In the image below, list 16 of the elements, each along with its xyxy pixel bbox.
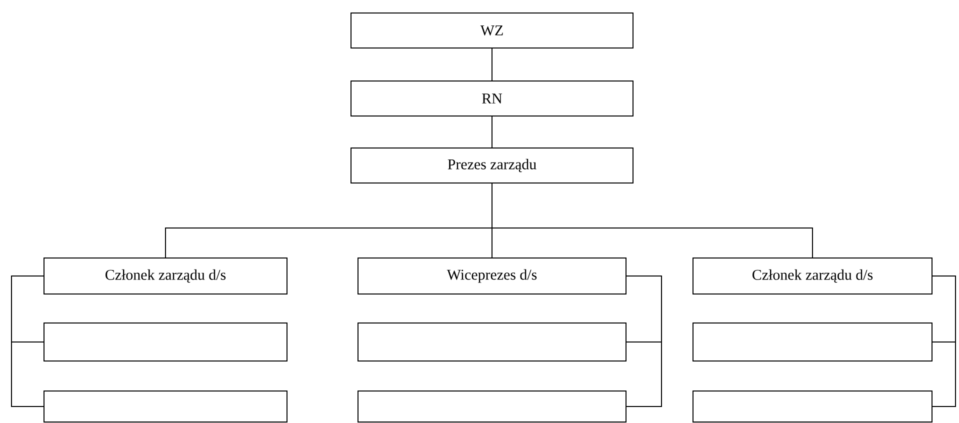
position-box: Prezes zarządu (350, 148, 634, 184)
empty-box (692, 390, 932, 422)
position-box: Członek zarządu d/s (44, 258, 288, 294)
connector-line (932, 276, 956, 407)
empty-box (692, 322, 932, 362)
empty-box (44, 322, 288, 362)
empty-box (358, 390, 626, 422)
connector-line (11, 276, 44, 407)
empty-box (44, 390, 288, 422)
connector-line (626, 276, 662, 407)
position-box: RN (350, 80, 634, 116)
position-box: Wiceprezes d/s (358, 258, 626, 294)
connector-line (492, 183, 813, 258)
empty-box (358, 322, 626, 362)
position-box: Członek zarządu d/s (692, 258, 932, 294)
position-box: WZ (350, 12, 634, 48)
